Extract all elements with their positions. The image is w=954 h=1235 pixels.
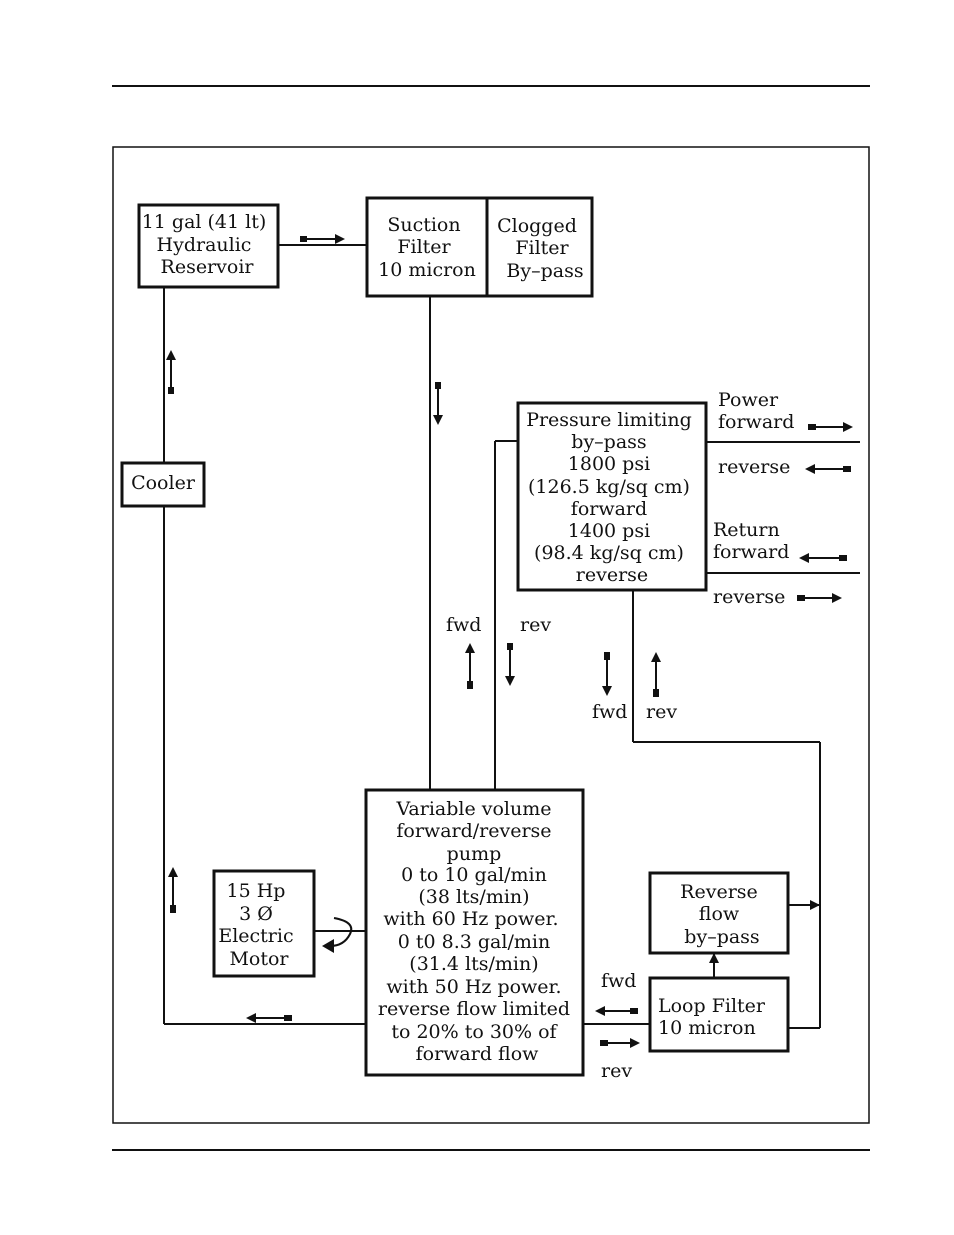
arrow-right-icon: [300, 234, 345, 244]
flow-arrows: [166, 234, 853, 1048]
pressure-bypass-line: forward: [571, 498, 647, 520]
power-reverse-label: reverse: [718, 456, 790, 478]
connection-lines: [163, 244, 860, 1029]
suction-filter-box: [365, 196, 489, 298]
power-label: Power: [718, 389, 779, 411]
arrow-left-icon: [246, 1013, 292, 1023]
suction-filter-line: Filter: [397, 236, 451, 258]
reverse-bypass-line: Reverse: [680, 881, 758, 903]
arrow-up-icon: [709, 953, 719, 963]
pressure-bypass-line: reverse: [576, 564, 648, 586]
reverse-bypass-line: flow: [699, 903, 740, 925]
cooler-label: Cooler: [131, 472, 196, 494]
pump-box: [364, 788, 585, 1077]
fwd-loop-label: fwd: [601, 970, 636, 992]
loop-filter-line: 10 micron: [658, 1017, 756, 1039]
arrow-left-icon: [799, 553, 847, 563]
pump-line: forward/reverse: [396, 820, 551, 842]
arrow-up-icon: [465, 643, 475, 689]
cooler-box: [120, 461, 206, 508]
pump-line: Variable volume: [395, 798, 551, 820]
clogged-bypass-label: Clogged Filter By–pass: [497, 215, 584, 282]
pump-line: with 50 Hz power.: [386, 976, 561, 998]
rev-loop-label: rev: [601, 1060, 632, 1082]
pressure-bypass-line: by–pass: [571, 431, 646, 453]
arrow-up-icon: [166, 350, 176, 394]
pump-line: (38 lts/min): [418, 886, 529, 908]
pump-line: reverse flow limited: [378, 998, 570, 1020]
reservoir-line: Reservoir: [161, 256, 255, 278]
pump-line: 0 to 10 gal/min: [401, 864, 547, 886]
suction-filter-line: 10 micron: [378, 259, 476, 281]
pump-line: 0 t0 8.3 gal/min: [398, 931, 550, 953]
loop-filter-line: Loop Filter: [658, 995, 766, 1017]
loop-filter-box: [648, 976, 790, 1053]
pump-label: Variable volume forward/reverse pump 0 t…: [378, 798, 576, 1065]
pressure-bypass-line: (98.4 kg/sq cm): [534, 542, 684, 564]
arrow-left-icon: [595, 1006, 638, 1016]
arrow-up-icon: [651, 652, 661, 697]
arrow-up-icon: [168, 867, 178, 913]
pressure-bypass-label: Pressure limiting by–pass 1800 psi (126.…: [526, 409, 698, 586]
fwd-pump-line-label: fwd: [446, 614, 481, 636]
clogged-bypass-line: Filter: [515, 237, 569, 259]
reservoir-line: Hydraulic: [157, 234, 252, 256]
pressure-bypass-line: Pressure limiting: [526, 409, 692, 431]
reservoir-line: 11 gal (41 lt): [142, 211, 267, 233]
pump-line: pump: [447, 843, 502, 865]
rotation-arrow-icon: [322, 917, 353, 953]
arrow-down-icon: [433, 382, 443, 425]
reverse-bypass-box: [648, 871, 790, 955]
motor-line: 3 Ø: [239, 903, 273, 925]
rev-return-line-label: rev: [646, 701, 677, 723]
motor-box: [212, 869, 316, 978]
arrow-down-icon: [505, 643, 515, 686]
fwd-return-line-label: fwd: [592, 701, 627, 723]
arrow-right-icon: [600, 1038, 640, 1048]
reservoir-label: 11 gal (41 lt) Hydraulic Reservoir: [142, 211, 273, 278]
figure-frame: [112, 146, 870, 1124]
pressure-bypass-line: 1400 psi: [568, 520, 650, 542]
arrow-down-icon: [602, 652, 612, 696]
reverse-bypass-label: Reverse flow by–pass: [680, 881, 764, 948]
loop-filter-label: Loop Filter 10 micron: [658, 995, 771, 1039]
motor-line: Motor: [229, 948, 289, 970]
clogged-bypass-line: By–pass: [506, 260, 583, 282]
pump-line: with 60 Hz power.: [383, 908, 558, 930]
arrow-right-icon: [797, 593, 842, 603]
motor-line: Electric: [218, 925, 293, 947]
motor-line: 15 Hp: [227, 880, 286, 902]
arrow-left-icon: [805, 464, 851, 474]
power-forward-label: forward: [718, 411, 794, 433]
rev-pump-line-label: rev: [520, 614, 551, 636]
return-forward-label: forward: [713, 541, 789, 563]
return-reverse-label: reverse: [713, 586, 785, 608]
pressure-bypass-box: [516, 401, 708, 592]
clogged-bypass-line: Clogged: [497, 215, 577, 237]
suction-filter-label: Suction Filter 10 micron: [378, 214, 476, 281]
motor-label: 15 Hp 3 Ø Electric Motor: [218, 880, 299, 970]
arrow-right-icon: [810, 900, 820, 910]
reverse-bypass-line: by–pass: [684, 926, 759, 948]
pump-line: to 20% to 30% of: [391, 1021, 558, 1043]
return-label: Return: [713, 519, 780, 541]
pump-line: (31.4 lts/min): [409, 953, 538, 975]
arrow-right-icon: [808, 422, 853, 432]
clogged-bypass-box: [485, 196, 594, 298]
pressure-bypass-line: (126.5 kg/sq cm): [528, 476, 690, 498]
reservoir-box: [137, 203, 280, 289]
pump-line: forward flow: [416, 1043, 540, 1065]
pressure-bypass-line: 1800 psi: [568, 453, 650, 475]
suction-filter-line: Suction: [387, 214, 460, 236]
